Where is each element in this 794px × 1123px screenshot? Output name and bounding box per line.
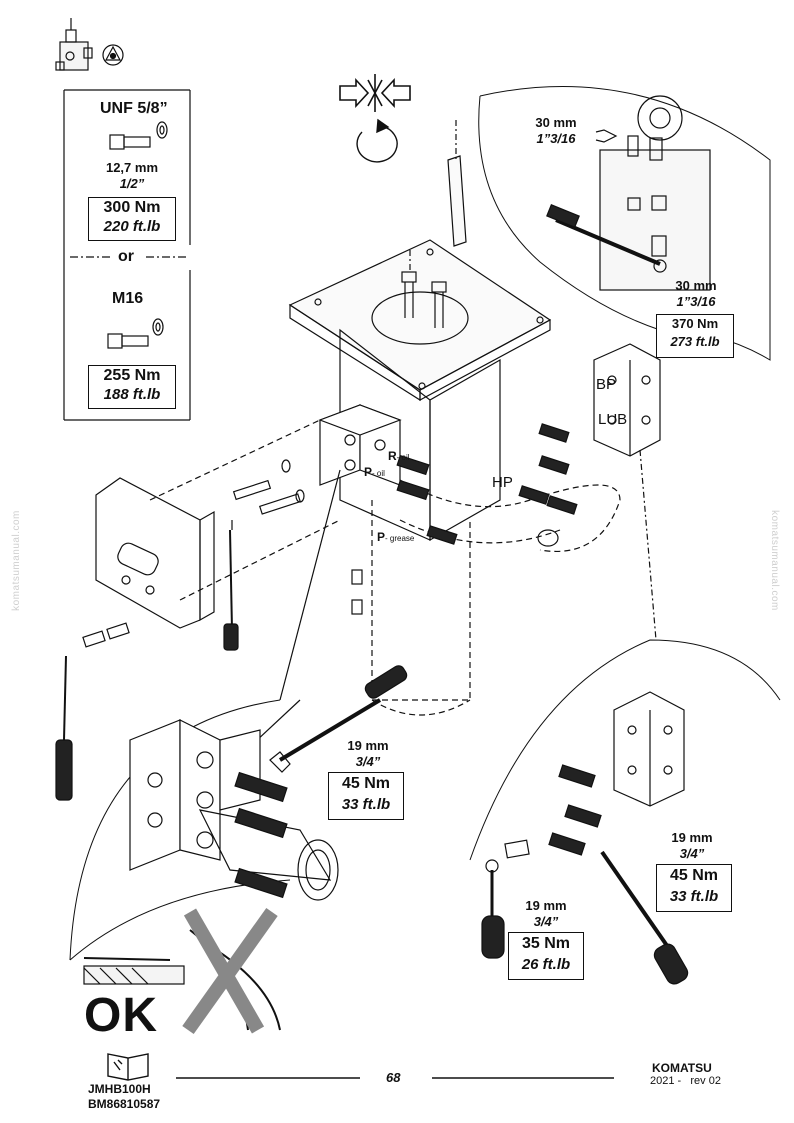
- top-right-torque-nm: 370 Nm: [671, 316, 719, 331]
- m16-torque-nm: 255 Nm: [103, 367, 161, 384]
- watermark-right: komatsumanual.com: [768, 510, 780, 611]
- port-r-main: R: [388, 449, 397, 463]
- footer-page-number: 68: [386, 1070, 401, 1085]
- left-panel-frame: [63, 89, 191, 421]
- center-wrench-in: 3/4”: [355, 754, 381, 769]
- center-torque-box: 45 Nm 33 ft.lb: [328, 772, 404, 820]
- unf-size-in: 1/2”: [119, 176, 145, 191]
- top-right-torque-box: 370 Nm 273 ft.lb: [656, 314, 734, 358]
- unf-title: UNF 5/8”: [100, 100, 168, 117]
- port-hp-label: HP: [492, 474, 513, 491]
- center-wrench-size-label: 19 mm 3/4”: [340, 738, 396, 770]
- wrench1-size-label: 30 mm 1”3/16: [528, 115, 584, 147]
- top-right-torque-ftlb: 273 ft.lb: [670, 334, 720, 349]
- or-label: or: [118, 248, 134, 265]
- port-lub-label: LUB: [598, 411, 628, 428]
- manual-book-icon: [107, 1053, 149, 1081]
- footer-model: JMHB100H: [88, 1082, 151, 1096]
- port-p-oil-label: P- oil: [364, 465, 385, 479]
- port-bp-label: BP: [596, 376, 617, 393]
- port-pg-main: P: [377, 530, 386, 544]
- right-torque-a-nm: 45 Nm: [669, 867, 719, 884]
- footer-brand: KOMATSU: [652, 1061, 712, 1075]
- center-wrench-mm: 19 mm: [347, 738, 389, 753]
- right-torque-a-box: 45 Nm 33 ft.lb: [656, 864, 732, 912]
- port-r-sub: - oil: [396, 453, 410, 462]
- unf-torque-ftlb: 220 ft.lb: [103, 218, 161, 235]
- right-wrench-b-mm: 19 mm: [525, 898, 567, 913]
- port-p-grease-label: P- grease: [377, 530, 414, 544]
- unf-torque-box: 300 Nm 220 ft.lb: [88, 197, 176, 241]
- wrench2-mm: 30 mm: [675, 278, 717, 293]
- watermark-left: komatsumanual.com: [10, 510, 22, 611]
- ok-label: OK: [84, 989, 158, 1042]
- right-torque-b-ftlb: 26 ft.lb: [521, 956, 571, 973]
- right-wrench-a-mm: 19 mm: [671, 830, 713, 845]
- right-torque-b-box: 35 Nm 26 ft.lb: [508, 932, 584, 980]
- center-torque-nm: 45 Nm: [341, 775, 391, 792]
- m16-torque-box: 255 Nm 188 ft.lb: [88, 365, 176, 409]
- grease-gun-icon: [83, 957, 185, 985]
- unf-size-mm: 12,7 mm: [105, 160, 159, 175]
- right-wrench-b-size-label: 19 mm 3/4”: [518, 898, 574, 930]
- right-torque-a-ftlb: 33 ft.lb: [669, 888, 719, 905]
- squeeze-arrows-icon: [339, 74, 411, 112]
- center-torque-ftlb: 33 ft.lb: [341, 796, 391, 813]
- unf-size-label: 12,7 mm 1/2”: [96, 160, 168, 192]
- right-wrench-a-size-label: 19 mm 3/4”: [664, 830, 720, 862]
- rotation-icon: [356, 118, 398, 163]
- wrench2-in: 1”3/16: [676, 294, 716, 309]
- lubrication-icon: [102, 44, 124, 66]
- footer-revision: 2021 - rev 02: [650, 1075, 721, 1087]
- hydraulic-block-icon: [55, 18, 93, 71]
- right-wrench-a-in: 3/4”: [679, 846, 705, 861]
- port-p-main: P: [364, 465, 373, 479]
- wrench1-in: 1”3/16: [536, 131, 576, 146]
- port-r-oil-label: R- oil: [388, 449, 410, 463]
- right-wrench-b-in: 3/4”: [533, 914, 559, 929]
- port-p-sub: - oil: [372, 469, 385, 478]
- m16-title: M16: [112, 290, 144, 307]
- footer-doc-no: BM86810587: [88, 1097, 161, 1111]
- m16-torque-ftlb: 188 ft.lb: [103, 386, 161, 403]
- wrench2-size-label: 30 mm 1”3/16: [668, 278, 724, 310]
- port-pg-sub: - grease: [385, 534, 415, 543]
- wrench1-mm: 30 mm: [535, 115, 577, 130]
- no-grease-cross-icon: [182, 907, 281, 1035]
- right-torque-b-nm: 35 Nm: [521, 935, 571, 952]
- unf-torque-nm: 300 Nm: [103, 199, 161, 216]
